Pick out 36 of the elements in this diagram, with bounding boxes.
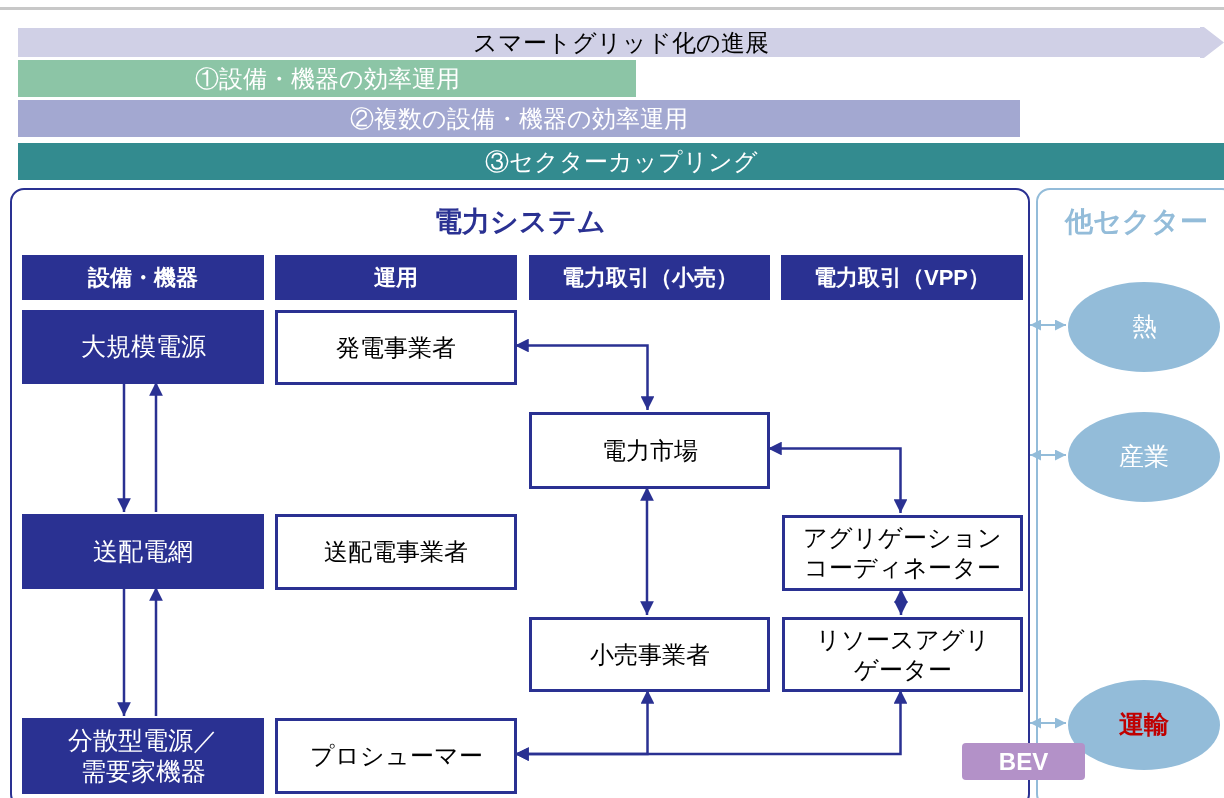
phase-band: ①設備・機器の効率運用 — [18, 60, 636, 97]
panel-heading: 電力システム — [433, 205, 607, 239]
progress-banner: スマートグリッド化の進展 — [18, 27, 1224, 58]
process-box: 発電事業者 — [275, 310, 517, 385]
equipment-box: 大規模電源 — [22, 310, 264, 384]
arrow — [1029, 319, 1067, 331]
arrow — [515, 690, 908, 761]
process-box: 送配電事業者 — [275, 514, 517, 590]
arrow — [768, 441, 908, 513]
arrow — [1029, 717, 1067, 729]
sector-ellipse: 産業 — [1068, 412, 1220, 502]
sector-ellipse: 運輸 — [1068, 680, 1220, 770]
equipment-box: 送配電網 — [22, 514, 264, 589]
column-header: 運用 — [275, 255, 517, 300]
process-box: 小売事業者 — [529, 617, 770, 692]
phase-band: ②複数の設備・機器の効率運用 — [18, 100, 1020, 137]
column-header: 設備・機器 — [22, 255, 264, 300]
process-box: リソースアグリゲーター — [782, 617, 1023, 692]
process-box: アグリゲーションコーディネーター — [782, 515, 1023, 591]
arrow — [515, 338, 655, 410]
phase-band: ③セクターカップリング — [18, 143, 1224, 180]
process-box: プロシューマー — [275, 718, 517, 794]
sector-ellipse: 熱 — [1068, 282, 1220, 372]
arrow — [149, 382, 163, 512]
panel-heading: 他セクター — [1063, 205, 1209, 239]
arrow — [894, 589, 908, 615]
arrow — [117, 587, 131, 716]
arrow — [149, 587, 163, 716]
equipment-box: 分散型電源／需要家機器 — [22, 718, 264, 794]
column-header: 電力取引（小売） — [529, 255, 770, 300]
vehicle-tag: BEV — [962, 743, 1085, 780]
arrow — [1029, 449, 1067, 461]
column-header: 電力取引（VPP） — [781, 255, 1023, 300]
arrow — [117, 382, 131, 512]
arrow — [640, 487, 654, 615]
process-box: 電力市場 — [529, 412, 770, 489]
